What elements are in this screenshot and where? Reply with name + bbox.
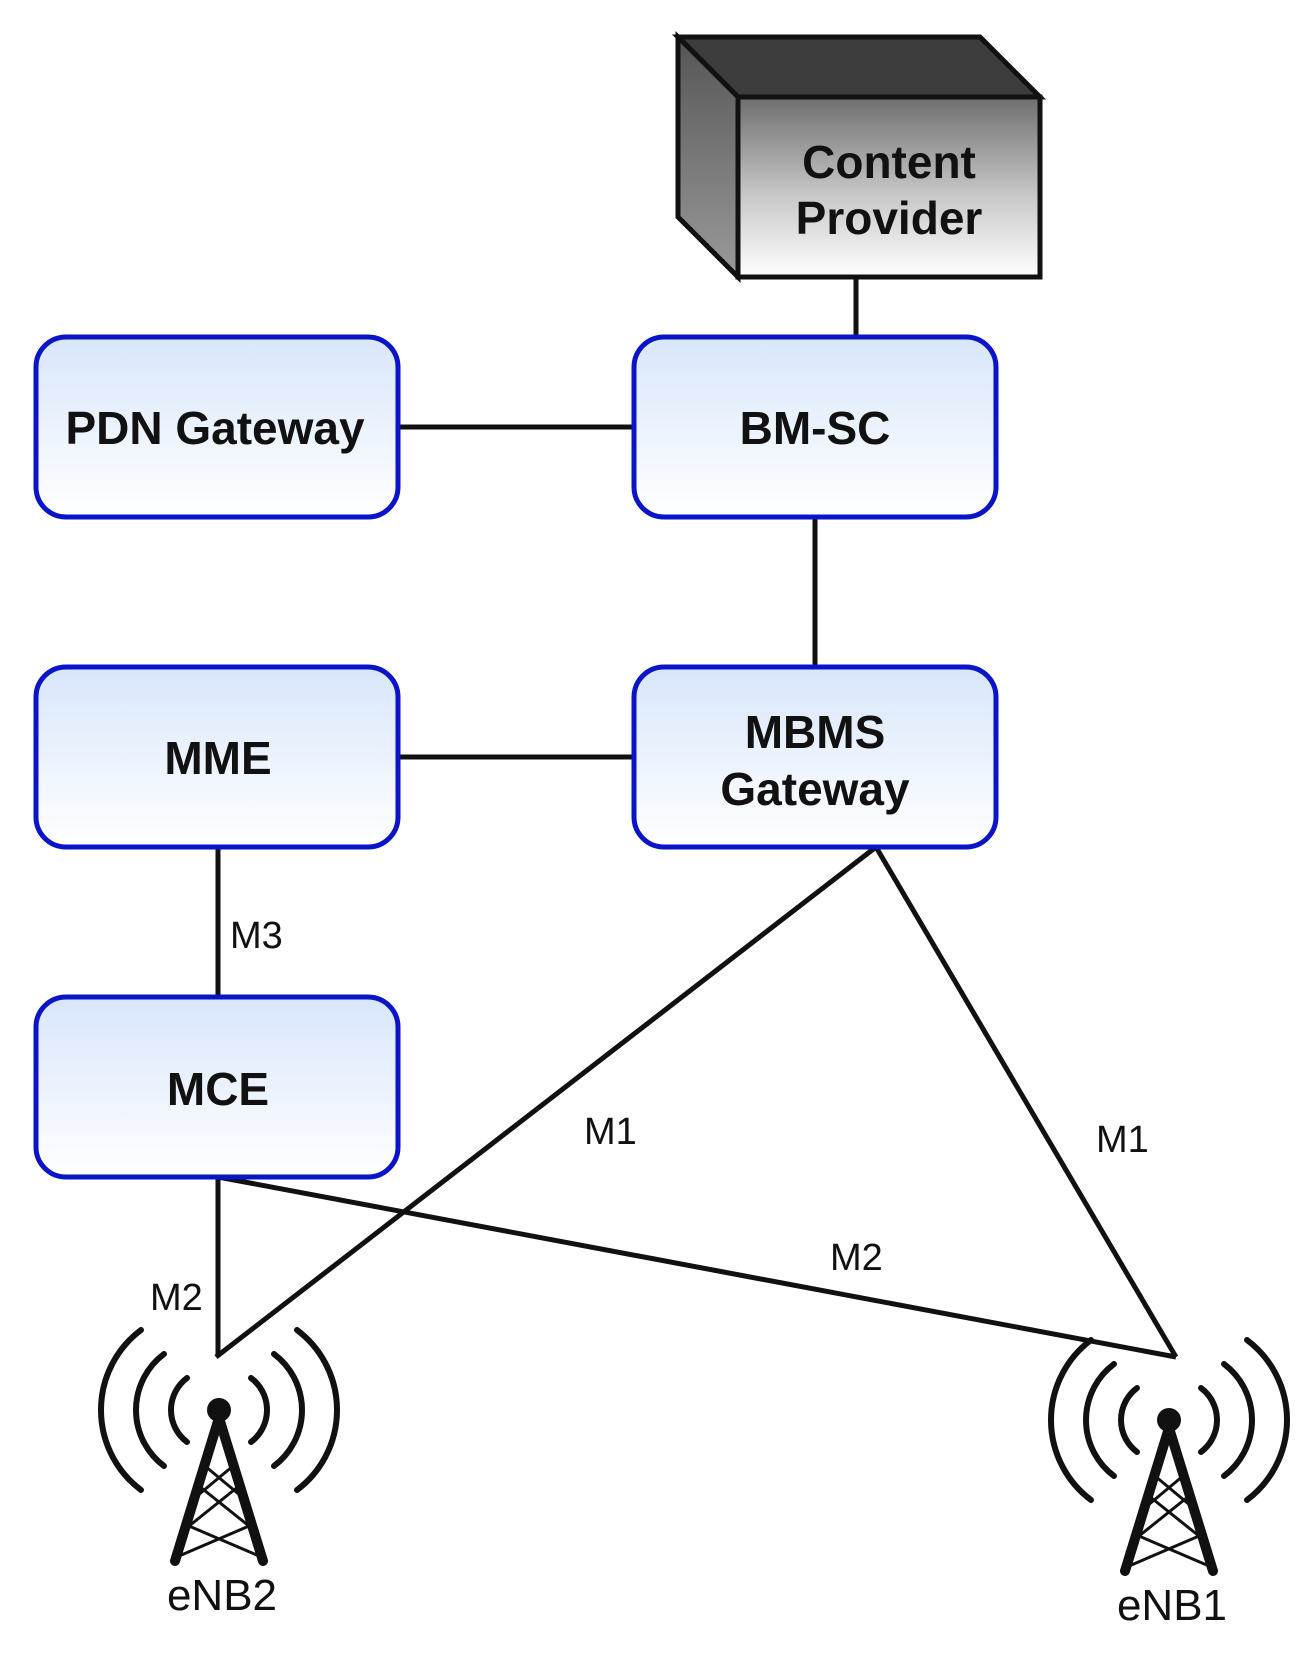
mme-label: MME (164, 732, 271, 784)
link-mbms-gateway-enb2 (214, 845, 878, 1359)
edge-label-m1-right: M1 (1096, 1119, 1149, 1161)
mme-node: MME (33, 664, 401, 850)
content-provider-node: Content Provider (671, 30, 1047, 284)
edge-label-m2-left: M2 (150, 1277, 203, 1319)
content-provider-label-line2: Provider (796, 192, 983, 244)
pdn-gateway-box (33, 334, 401, 520)
link-mbms-gateway-enb1 (873, 845, 1179, 1359)
bm-sc-node: BM-SC (631, 334, 999, 520)
edge-label-m1-left: M1 (584, 1111, 637, 1153)
radio-tower-icon (1048, 1337, 1290, 1576)
mme-box (33, 664, 401, 850)
bm-sc-label: BM-SC (740, 402, 891, 454)
radio-tower-icon (98, 1327, 340, 1566)
enb1-label: eNB1 (1117, 1581, 1227, 1630)
content-provider-label-line1: Content (802, 136, 976, 188)
pdn-gateway-node: PDN Gateway (33, 334, 401, 520)
enb1-node: eNB1 (1048, 1337, 1290, 1630)
bm-sc-box (631, 334, 999, 520)
mbms-gateway-box (631, 664, 999, 850)
enb2-node: eNB2 (98, 1327, 340, 1620)
edge-label-m2-right: M2 (830, 1237, 883, 1279)
connection-lines (214, 277, 1179, 1360)
edge-label-m3: M3 (230, 915, 283, 957)
enb2-label: eNB2 (167, 1571, 277, 1620)
mbms-gateway-label-line1: MBMS (745, 706, 886, 758)
pdn-gateway-label: PDN Gateway (65, 402, 365, 454)
server-cube-icon (671, 30, 1047, 284)
link-mce-enb1 (217, 1174, 1177, 1360)
mce-node: MCE (33, 994, 401, 1180)
mbms-gateway-label-line2: Gateway (720, 763, 910, 815)
mce-label: MCE (167, 1063, 269, 1115)
mbms-gateway-node: MBMS Gateway (631, 664, 999, 850)
mce-box (33, 994, 401, 1180)
